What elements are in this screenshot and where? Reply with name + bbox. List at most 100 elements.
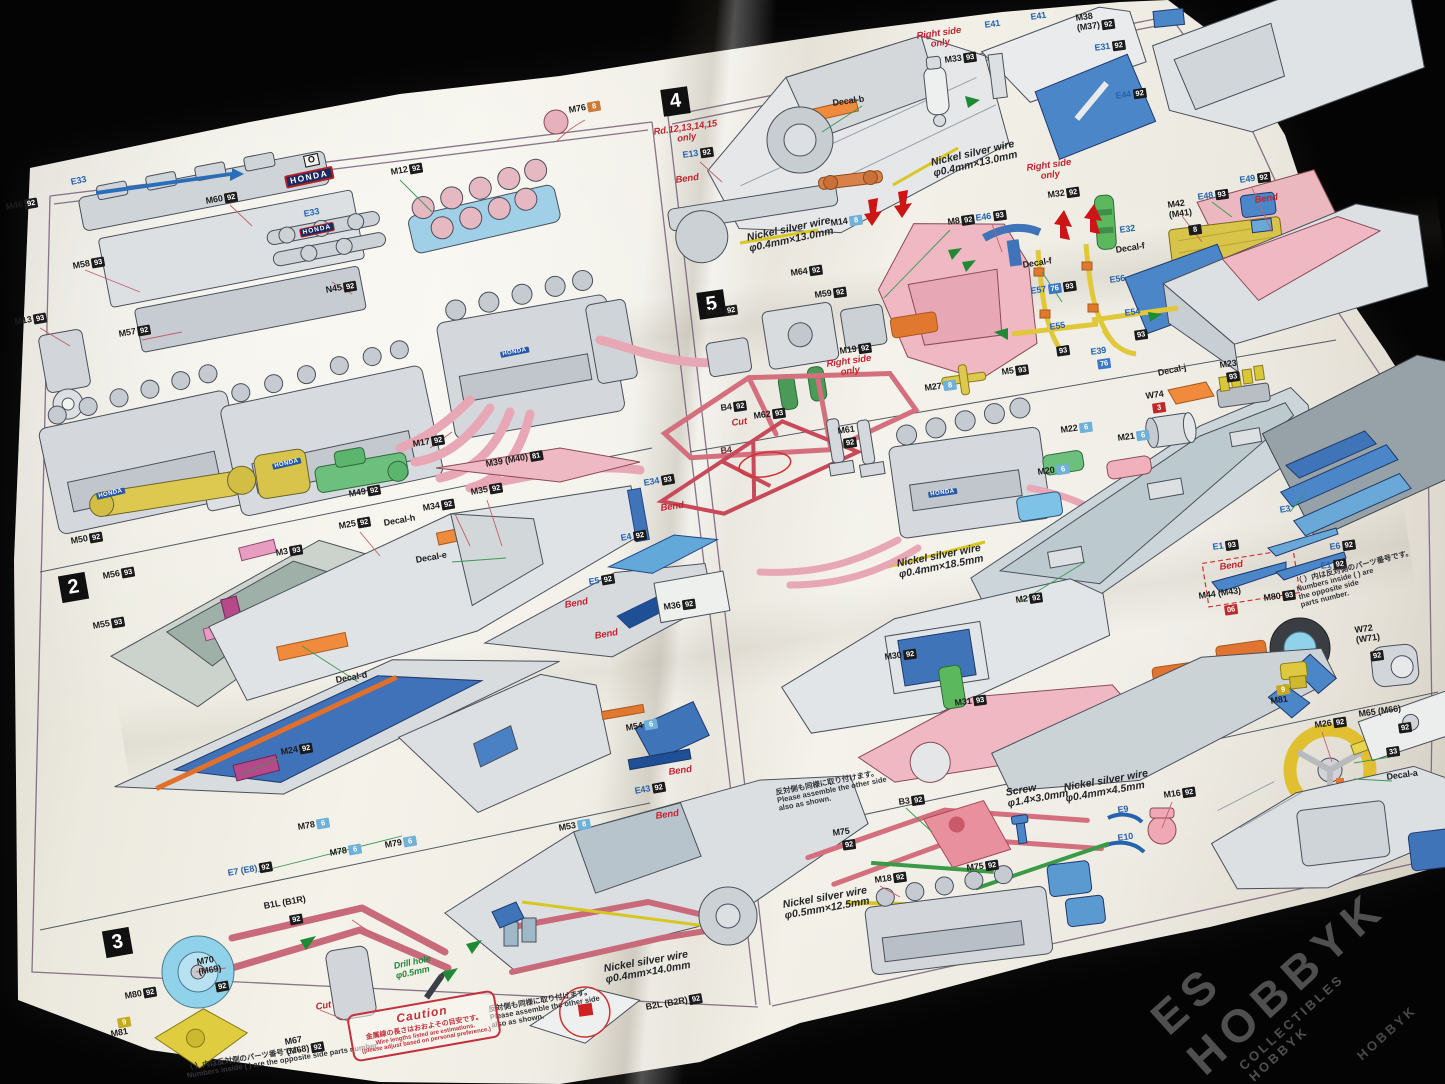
color-code-badge: 93 — [1224, 539, 1239, 552]
part-label: M81 — [109, 1026, 129, 1039]
color-code-badge: 93 — [1055, 344, 1071, 357]
color-code-badge-group: 92 — [840, 838, 857, 851]
color-code-badge: 93 — [90, 256, 106, 269]
color-code-badge: 93 — [1015, 364, 1030, 376]
part-label: B1L (B1R) — [262, 893, 307, 911]
green-arrows — [300, 96, 1162, 982]
material-note-label: Nickel silver wire φ0.5mm×12.5mm — [781, 884, 871, 922]
part-label: Decal-f — [1114, 240, 1146, 255]
color-code-badge: 92 — [366, 484, 382, 497]
w74-barrel — [1145, 412, 1197, 449]
part-label: M23 — [1218, 357, 1238, 370]
m33-fuel-pump — [923, 55, 950, 127]
color-code-badge: 92 — [841, 838, 857, 851]
m30-green-battery — [938, 664, 967, 710]
color-code-badge-group: 93 — [1132, 328, 1149, 341]
etched-part-label: E9 — [1116, 803, 1129, 815]
front-hub-center — [783, 123, 817, 157]
section-divider-lines — [39, 339, 1439, 931]
part-label: Decal-a — [1385, 767, 1419, 782]
color-code-badge: 92 — [1397, 721, 1413, 734]
color-code-badge: 92 — [88, 531, 104, 544]
material-note-label: Nickel silver wire φ0.4mm×13.0mm — [929, 137, 1019, 180]
part-label: B4 — [719, 444, 733, 456]
color-code-badge: 92 — [1341, 539, 1356, 552]
color-code-badge: 92 — [440, 498, 456, 511]
annotation-label: Cut — [314, 999, 333, 1013]
honda-decal: HONDA — [284, 165, 335, 189]
color-code-badge: 93 — [772, 407, 787, 420]
annotation-label: Bend — [593, 626, 619, 642]
color-code-badge: 93 — [992, 209, 1007, 222]
color-code-badge: 06 — [1223, 603, 1239, 616]
color-code-badge: 92 — [699, 146, 714, 159]
m20-blue-box — [1016, 491, 1063, 522]
material-note-label: Screw φ1.4×3.0mm — [1004, 781, 1070, 810]
watermark-text: HOBBYK — [1354, 1002, 1420, 1064]
part-label: M38 (M37)92 — [1075, 9, 1116, 34]
color-code-badge: 93 — [1225, 370, 1241, 383]
color-code-badge: 8 — [1187, 223, 1203, 236]
color-code-badge: 92 — [632, 529, 648, 542]
color-code-badge: 92 — [1029, 592, 1044, 604]
b3-rear-suspension — [805, 799, 1110, 908]
color-code-badge: 92 — [1333, 716, 1348, 729]
color-code-badge: 6 — [315, 817, 331, 830]
main-chassis-tub — [208, 485, 642, 701]
material-note-label: Nickel silver wire φ0.4mm×13.0mm — [745, 214, 835, 255]
instruction-note: 反対側も同様に取り付けます。 Please assemble the other… — [487, 986, 601, 1030]
etched-part-label: E55 — [1048, 319, 1066, 332]
color-code-badge: 92 — [961, 214, 976, 226]
m67-upright-block — [529, 986, 641, 1044]
decal-j-swatch — [1167, 381, 1215, 405]
color-code-badge: 93 — [120, 566, 136, 579]
etched-part-label: E33 — [69, 174, 88, 187]
color-code-badge: 76 — [1096, 357, 1112, 370]
part-label: Decal-h — [382, 512, 416, 528]
color-code-badge: 92 — [682, 598, 697, 611]
part-label: M39 (M40)81 — [485, 449, 544, 470]
color-code-badge-group: 8 — [1186, 223, 1203, 236]
etched-part-label: E54 — [1123, 305, 1141, 318]
etched-part-label: E7 (E8)92 — [227, 861, 273, 879]
instruction-note: 反対側も同様に取り付けます。 Please assemble the other… — [774, 768, 888, 813]
etched-part-label: E33 — [302, 206, 321, 219]
color-code-badge: 92 — [833, 286, 848, 299]
m61-brackets — [826, 418, 886, 478]
color-code-badge: 93 — [32, 312, 48, 325]
color-code-badge: 92 — [342, 280, 358, 293]
color-code-badge: 92 — [903, 648, 918, 661]
color-code-badge-group: 93 — [1054, 344, 1071, 357]
color-code-badge: 81 — [528, 449, 544, 463]
etched-part-label: E41 — [983, 17, 1001, 30]
color-code-badge: 92 — [136, 324, 152, 337]
color-code-badge: 92 — [688, 993, 704, 1006]
m54-e43-parts — [600, 700, 710, 771]
color-code-badge: 92 — [356, 516, 372, 529]
top-right-cowl — [1152, 0, 1425, 133]
color-code-badge: 92 — [223, 191, 239, 204]
rear-assembly-bottom-right — [1210, 765, 1445, 890]
part-label: O — [303, 152, 321, 168]
